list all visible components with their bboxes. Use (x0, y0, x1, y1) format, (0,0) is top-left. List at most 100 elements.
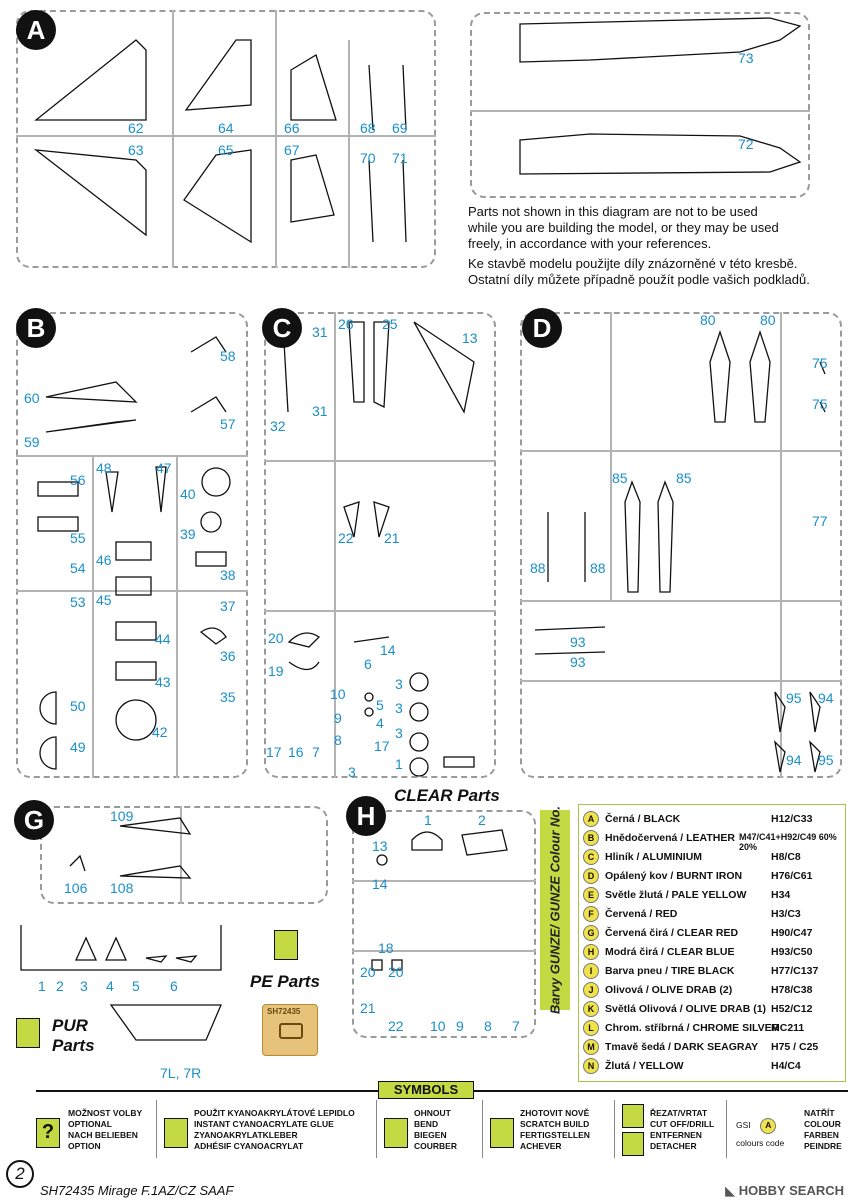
part-number: 64 (218, 120, 234, 136)
part-number: 19 (268, 663, 284, 679)
part-number: 95 (818, 752, 834, 768)
symbol-line: COURBER (414, 1141, 457, 1151)
colour-badge: B (583, 830, 599, 846)
part-number: 17 (374, 738, 390, 754)
part-number: 46 (96, 552, 112, 568)
symbol-divider (726, 1100, 727, 1158)
symbol-line: MOŽNOST VOLBY (68, 1108, 143, 1118)
part-number: 55 (70, 530, 86, 546)
sprue-b-frame (16, 312, 248, 778)
symbol-line: SCRATCH BUILD (520, 1119, 590, 1129)
symbol-line: ZYANOAKRYLATKLEBER (194, 1130, 298, 1140)
sprue-d-frame (520, 312, 842, 778)
symbol-line: ACHEVER (520, 1141, 562, 1151)
colour-name: Olivová / OLIVE DRAB (2) (605, 984, 733, 996)
symbol-glue: POUŽIT KYANOAKRYLÁTOVÉ LEPIDLO INSTANT C… (194, 1108, 355, 1152)
colour-code: H34 (771, 889, 791, 901)
fuselage-halves-drawing (519, 17, 802, 175)
part-number: 45 (96, 592, 112, 608)
part-number: 16 (288, 744, 304, 760)
part-number: 18 (378, 940, 394, 956)
sprue-grid-line (180, 806, 182, 904)
part-number: 44 (155, 631, 171, 647)
sprue-grid-line (16, 590, 248, 592)
colour-badge: F (583, 906, 599, 922)
symbol-line: PEINDRE (804, 1141, 842, 1151)
part-number: 67 (284, 142, 300, 158)
part-number: 20 (360, 964, 376, 980)
colour-code: H93/C50 (771, 946, 813, 958)
sprue-grid-line (92, 455, 94, 778)
part-number: 8 (334, 732, 342, 748)
part-number: 32 (270, 418, 286, 434)
part-number: 80 (700, 312, 716, 328)
part-number: 57 (220, 416, 236, 432)
colour-badge: J (583, 982, 599, 998)
part-number: 106 (64, 880, 88, 896)
part-number: 7 (512, 1018, 520, 1034)
pe-fret-part (279, 1023, 303, 1039)
part-number: 70 (360, 150, 376, 166)
part-number: 6 (170, 978, 178, 994)
part-number: 73 (738, 50, 754, 66)
part-number: 49 (70, 739, 86, 755)
colour-name: Červená / RED (605, 908, 678, 920)
symbol-line: DETACHER (650, 1141, 697, 1151)
part-number: 13 (462, 330, 478, 346)
part-number: 62 (128, 120, 144, 136)
part-number: 36 (220, 648, 236, 664)
colours-code-label: colours code (736, 1138, 785, 1148)
sprue-h-label: H (346, 796, 386, 836)
colour-badge: E (583, 887, 599, 903)
glue-drop-icon (16, 1018, 40, 1048)
page-number: 2 (6, 1160, 34, 1188)
note-line: Ke stavbě modelu použijte díly znázorněn… (468, 256, 798, 271)
part-number: 53 (70, 594, 86, 610)
symbol-divider (614, 1100, 615, 1158)
symbol-line: INSTANT CYANOACRYLATE GLUE (194, 1119, 334, 1129)
colour-code: H75 / C25 (771, 1041, 819, 1053)
legend-row: F Červená / RED H3/C3 (583, 906, 845, 924)
colour-name: Tmavě šedá / DARK SEAGRAY (605, 1041, 759, 1053)
part-number: 56 (70, 472, 86, 488)
part-number: 94 (818, 690, 834, 706)
colour-badge: I (583, 963, 599, 979)
part-number: 14 (372, 876, 388, 892)
part-number: 3 (348, 764, 356, 780)
part-number: 3 (395, 725, 403, 741)
part-number: 39 (180, 526, 196, 542)
colour-badge: D (583, 868, 599, 884)
symbols-title: SYMBOLS (378, 1081, 474, 1099)
part-number: 88 (590, 560, 606, 576)
sprue-d-label: D (522, 308, 562, 348)
sprue-grid-line (520, 450, 842, 452)
symbol-line: ADHÉSIF CYANOACRYLAT (194, 1141, 304, 1151)
symbol-line: CUT OFF/DRILL (650, 1119, 715, 1129)
colour-name: Barva pneu / TIRE BLACK (605, 965, 735, 977)
part-number: 2 (478, 812, 486, 828)
colour-badge: G (583, 925, 599, 941)
sprue-grid-line (352, 950, 536, 952)
part-number: 4 (106, 978, 114, 994)
colour-badge: M (583, 1039, 599, 1055)
part-number: 21 (384, 530, 400, 546)
colour-name: Chrom. stříbrná / CHROME SILVER (605, 1022, 780, 1034)
sprue-b-parts-drawing (37, 336, 231, 770)
sprue-g-parts-drawing (69, 817, 192, 879)
colour-name: Žlutá / YELLOW (605, 1060, 684, 1072)
sprue-grid-line (780, 312, 782, 778)
gsi-label: GSI (736, 1120, 751, 1130)
hand-icon (490, 1118, 514, 1148)
note-line: freely, in accordance with your referenc… (468, 236, 712, 251)
colour-code: H3/C3 (771, 908, 801, 920)
cut-icon (622, 1104, 644, 1128)
symbol-line: ENTFERNEN (650, 1130, 702, 1140)
colour-name: Červená čirá / CLEAR RED (605, 927, 739, 939)
